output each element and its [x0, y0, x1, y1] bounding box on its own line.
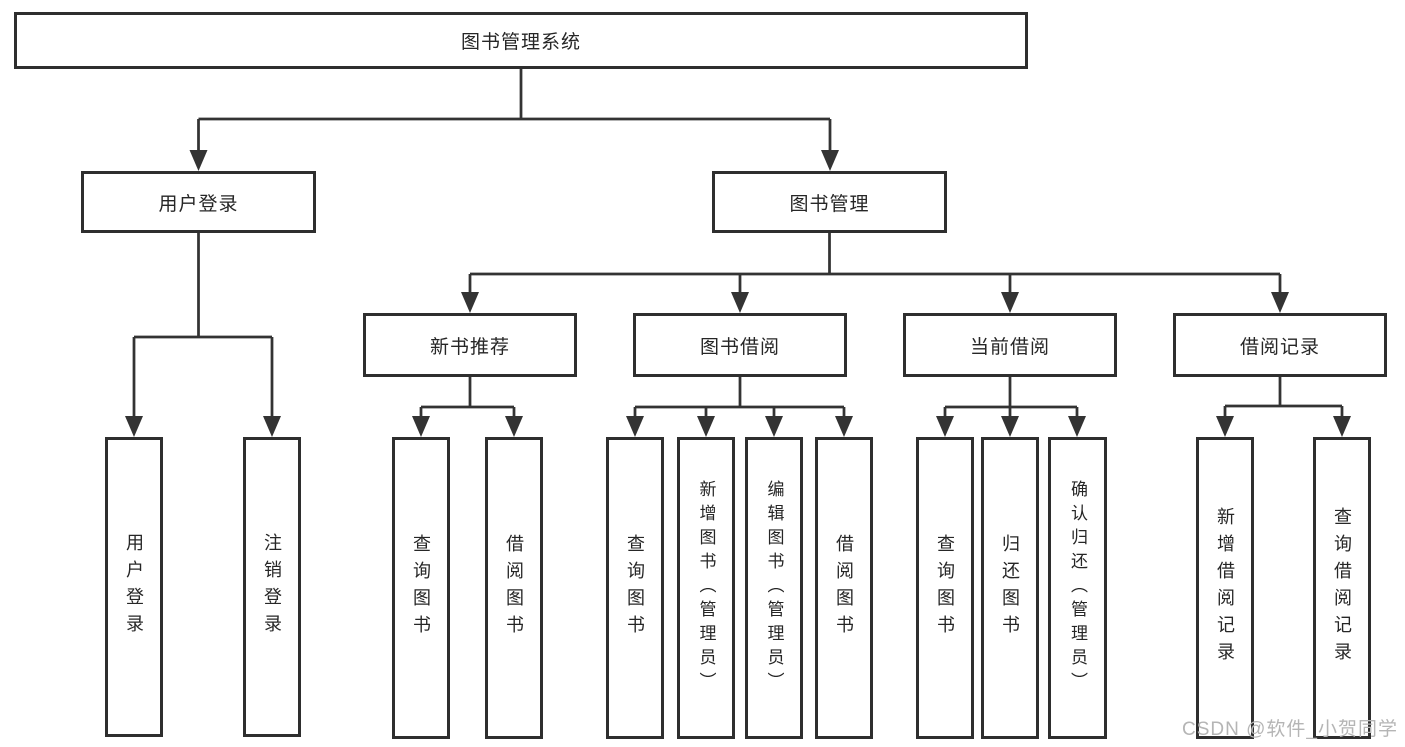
leaf-bb-borrow-books-label: 借阅图书: [834, 534, 854, 642]
leaf-cb-return-books: 归还图书: [981, 437, 1039, 739]
leaf-br-add-record-label: 新增借阅记录: [1215, 507, 1235, 669]
leaf-br-add-record: 新增借阅记录: [1196, 437, 1254, 739]
leaf-cb-query-books: 查询图书: [916, 437, 974, 739]
node-root-system: 图书管理系统: [14, 12, 1028, 69]
node-root-system-label: 图书管理系统: [460, 32, 581, 53]
node-branch-user-login: 用户登录: [81, 171, 316, 233]
arrowheads: [125, 150, 1351, 437]
leaf-cb-return-books-label: 归还图书: [1000, 534, 1020, 642]
csdn-watermark: CSDN @软件_小贺同学: [1182, 719, 1398, 740]
node-book-borrowing-label: 图书借阅: [699, 336, 780, 358]
node-borrowing-records-label: 借阅记录: [1239, 336, 1320, 358]
leaf-user-login: 用户登录: [105, 437, 163, 737]
leaf-logout: 注销登录: [243, 437, 301, 737]
leaf-user-login-label: 用户登录: [124, 533, 144, 641]
leaf-nb-borrow-books-label: 借阅图书: [504, 534, 524, 642]
leaf-nb-query-books: 查询图书: [392, 437, 450, 739]
leaf-br-query-record: 查询借阅记录: [1313, 437, 1371, 739]
leaf-nb-query-books-label: 查询图书: [411, 534, 431, 642]
leaf-bb-query-books: 查询图书: [606, 437, 664, 739]
leaf-bb-add-books-admin: 新增图书（管理员）: [677, 437, 735, 739]
leaf-br-query-record-label: 查询借阅记录: [1332, 507, 1352, 669]
leaf-bb-borrow-books: 借阅图书: [815, 437, 873, 739]
leaf-bb-edit-books-admin-label: 编辑图书（管理员）: [764, 480, 784, 696]
leaf-cb-query-books-label: 查询图书: [935, 534, 955, 642]
leaf-nb-borrow-books: 借阅图书: [485, 437, 543, 739]
leaf-cb-confirm-return-admin: 确认归还（管理员）: [1048, 437, 1107, 739]
node-book-borrowing: 图书借阅: [633, 313, 847, 377]
node-new-book-recommend: 新书推荐: [363, 313, 577, 377]
node-borrowing-records: 借阅记录: [1173, 313, 1387, 377]
node-current-borrowing: 当前借阅: [903, 313, 1117, 377]
node-branch-user-login-label: 用户登录: [158, 193, 239, 215]
leaf-cb-confirm-return-admin-label: 确认归还（管理员）: [1068, 480, 1087, 696]
leaf-bb-add-books-admin-label: 新增图书（管理员）: [696, 480, 716, 696]
node-new-book-recommend-label: 新书推荐: [429, 336, 510, 358]
node-current-borrowing-label: 当前借阅: [969, 336, 1050, 358]
leaf-bb-edit-books-admin: 编辑图书（管理员）: [745, 437, 803, 739]
leaf-bb-query-books-label: 查询图书: [625, 534, 645, 642]
node-branch-book-management: 图书管理: [712, 171, 947, 233]
node-branch-book-management-label: 图书管理: [789, 193, 870, 215]
leaf-logout-label: 注销登录: [262, 533, 282, 641]
